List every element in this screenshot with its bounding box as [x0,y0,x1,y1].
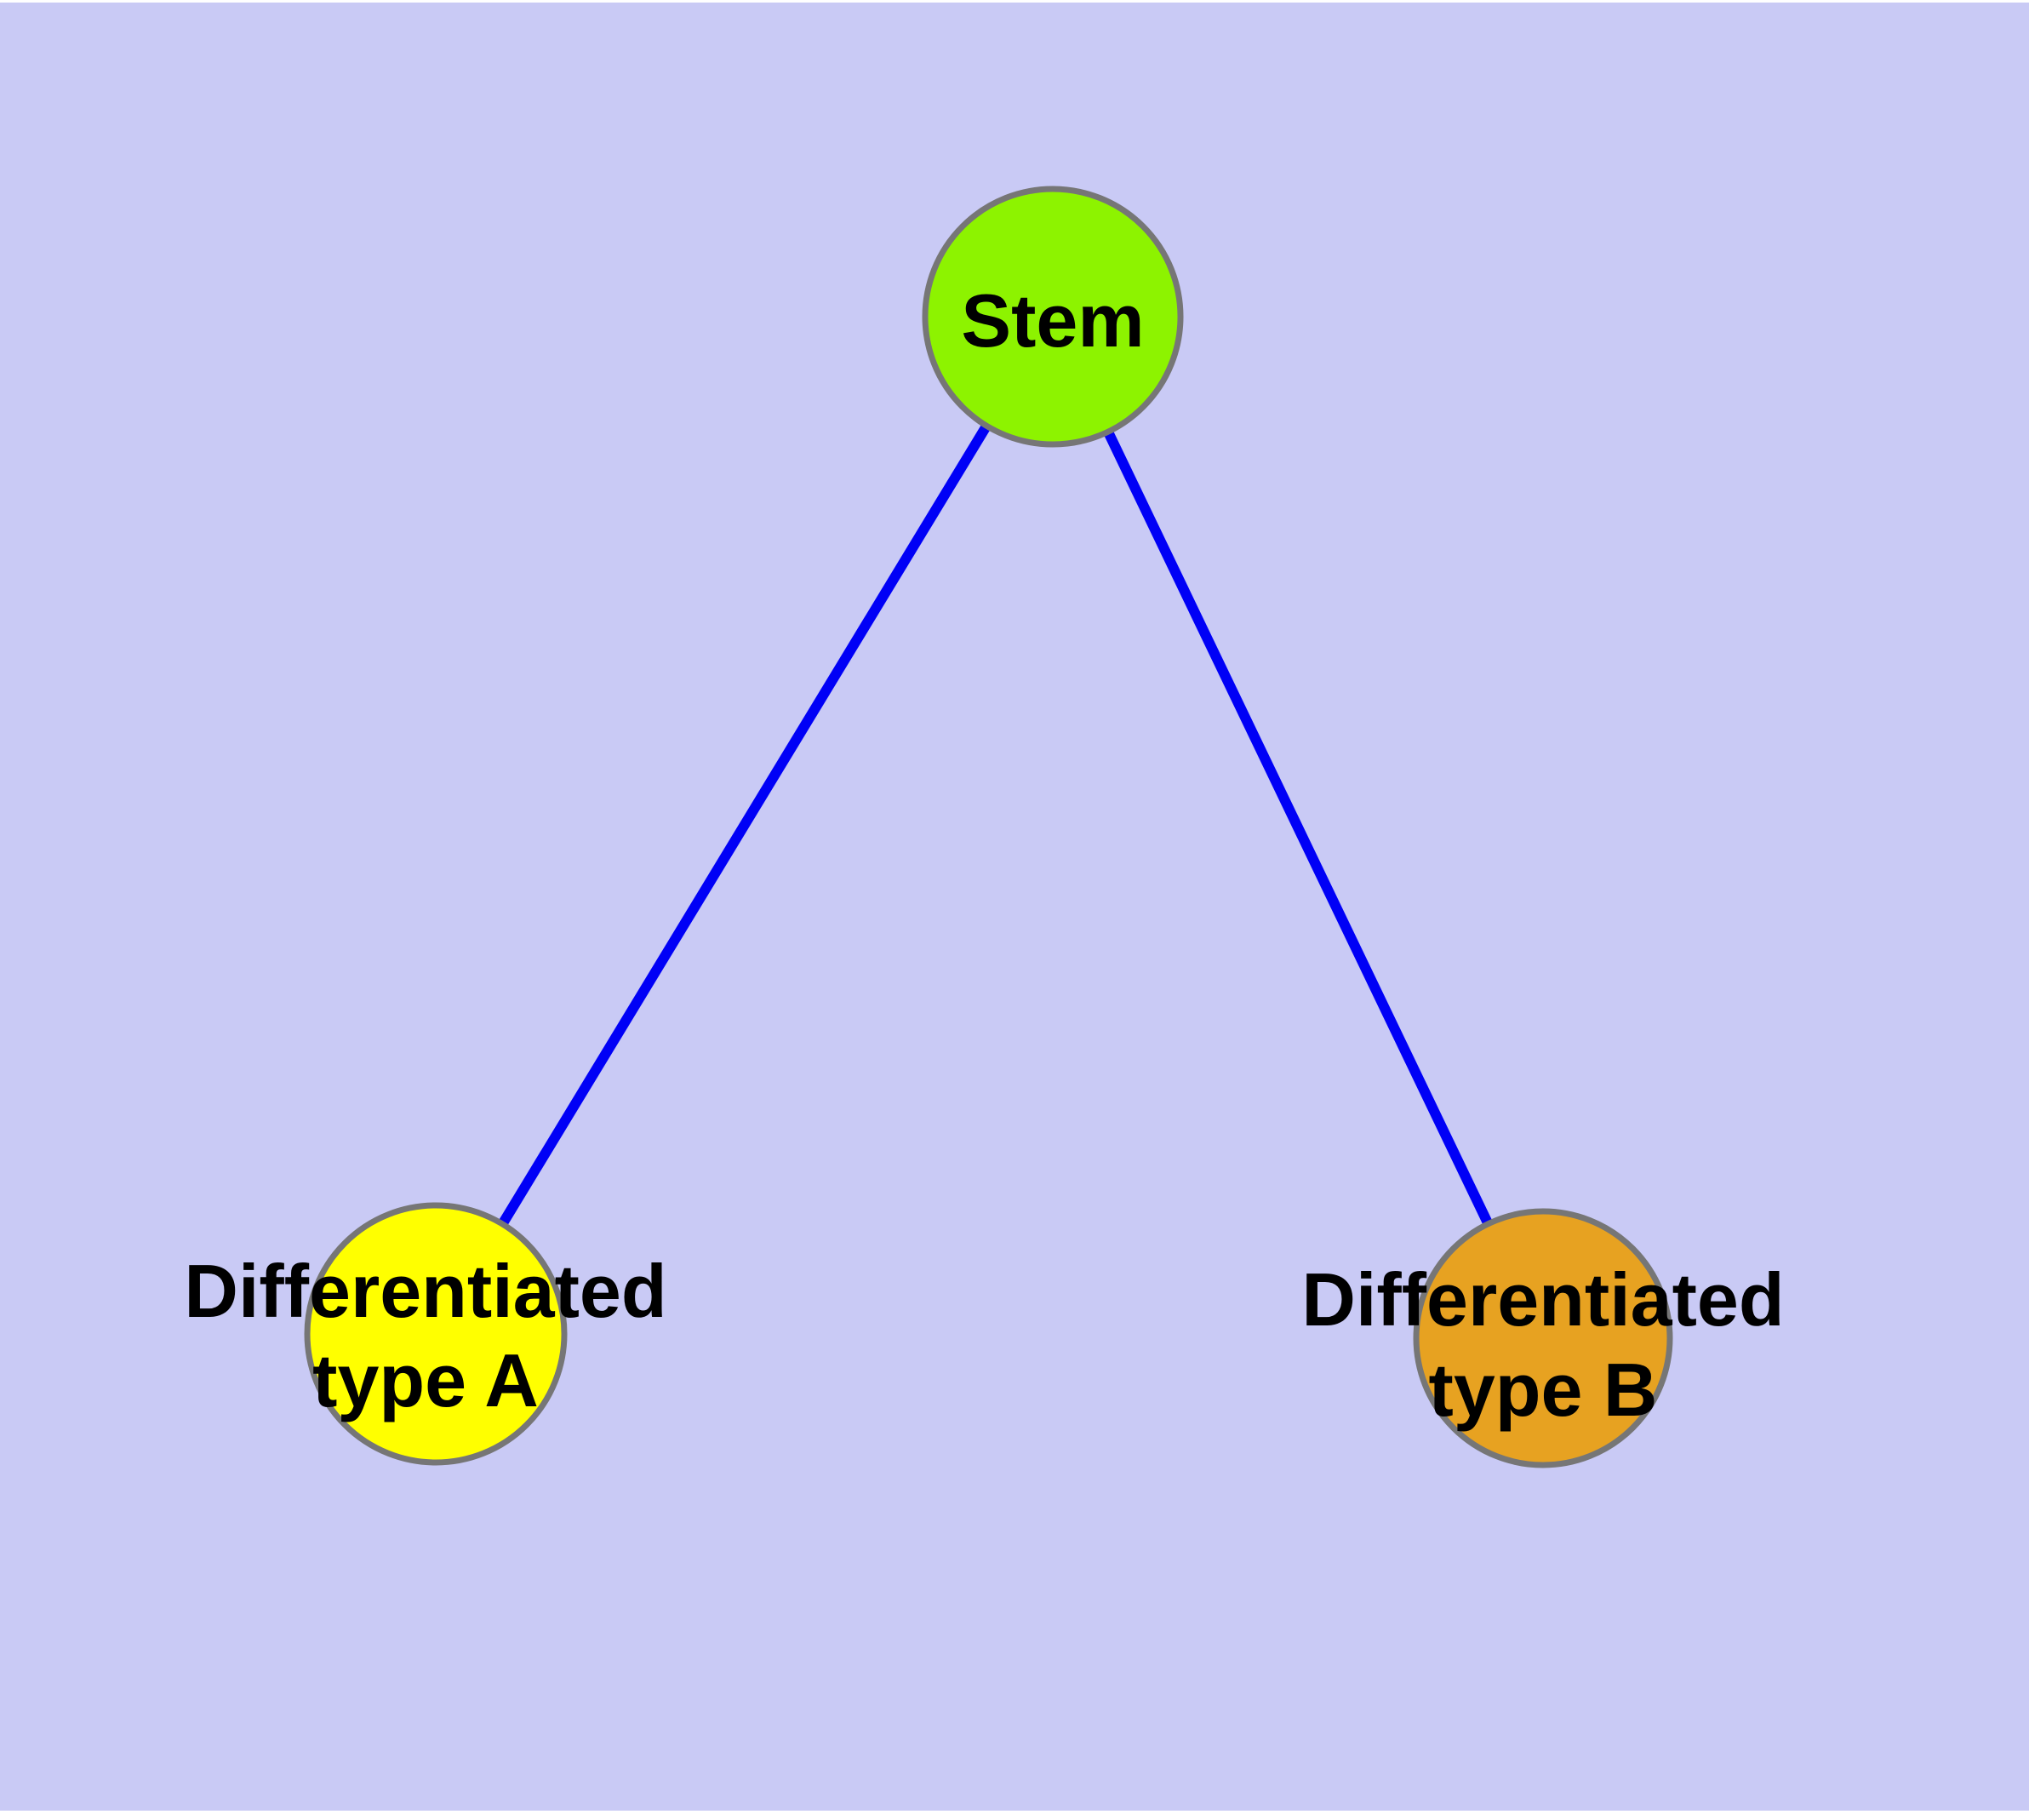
node-stem[interactable] [922,186,1184,448]
node-stem-label: Stem [961,278,1144,363]
node-type-b-label-line1: Differentiated [1301,1257,1784,1342]
edge-stem-to-type-b [1048,314,1548,1341]
edge-stem-to-type-a [431,313,1058,1337]
node-differentiated-type-b[interactable] [1413,1208,1673,1468]
node-type-a-label-line2: type A [312,1338,539,1422]
node-type-a-label-line1: Differentiated [184,1249,666,1333]
node-type-b-label-line2: type B [1429,1348,1658,1432]
node-differentiated-type-a[interactable] [304,1202,568,1466]
